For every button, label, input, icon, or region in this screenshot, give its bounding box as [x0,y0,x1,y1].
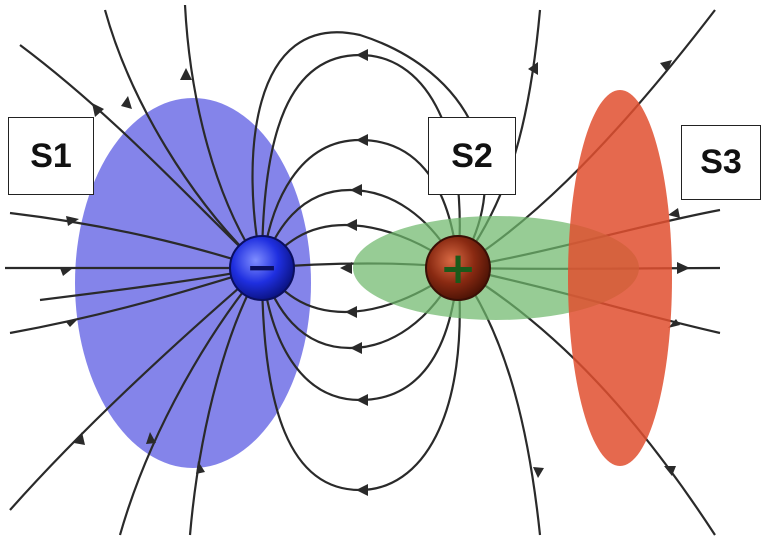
field-arrows [60,49,690,496]
surface-s3 [568,90,672,466]
arrowhead [660,60,672,72]
arrowhead [350,342,362,354]
arrowhead [345,219,357,231]
arrowhead [533,467,544,478]
arrowhead [121,96,132,109]
field-line [118,267,263,536]
arrowhead [356,394,368,406]
arrowhead [146,432,156,444]
arrowhead [74,432,85,445]
arrowhead [356,134,368,146]
arrowhead [528,62,538,75]
arrowhead [340,262,352,274]
field-line [9,267,263,511]
positive-charge-sign: + [440,243,477,294]
arrowhead [92,103,104,117]
arrowhead [356,484,368,496]
arrowhead [356,49,368,61]
arrowhead [345,306,357,318]
arrowhead [664,466,676,476]
arrowhead [60,268,73,276]
arrowhead [677,262,690,274]
negative-charge-sign: − [246,245,278,289]
arrowhead [668,208,680,218]
label-s1: S1 [8,117,94,195]
arrowhead [66,318,79,327]
positive-charge: + [425,235,491,301]
arrowhead [350,184,362,196]
negative-charge: − [229,235,295,301]
arrowhead [66,216,79,226]
surface-s2 [353,216,639,320]
label-s2: S2 [428,117,516,195]
arrowhead [196,461,205,474]
field-line [103,9,263,269]
label-s3: S3 [681,125,761,200]
arrowhead [180,68,192,80]
arrowhead [668,319,680,328]
